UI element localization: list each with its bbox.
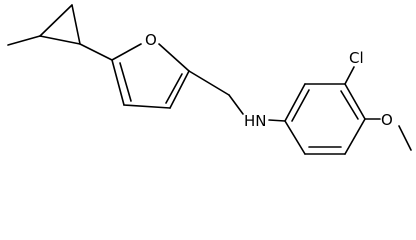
- methylcyclopropyl-group: [7, 4, 113, 61]
- bond-furan-ch2: [188, 70, 230, 96]
- bond-ar-4: [344, 118, 366, 155]
- bond-cyclopropyl-2: [71, 4, 81, 45]
- bond-c2-c3: [169, 70, 190, 109]
- bond-cyclopropyl-3: [39, 35, 81, 45]
- methylene-amine-linker: [188, 70, 286, 122]
- bond-cyclopropyl-1: [39, 4, 73, 37]
- atom-label-furan-oxygen: O: [145, 31, 157, 49]
- bond-c3-c4: [123, 104, 171, 109]
- bond-ch2-nh: [228, 94, 244, 115]
- substituents: [344, 66, 412, 151]
- bond-ar-3-inner: [340, 90, 359, 120]
- benzene-ring: [284, 83, 366, 155]
- bond-ar-1: [284, 83, 306, 122]
- atom-label-chlorine: Cl: [349, 49, 364, 67]
- furan-ring: [111, 43, 190, 109]
- bond-o-methyl: [398, 125, 412, 151]
- bond-methyl: [7, 35, 41, 46]
- bond-ar-3: [344, 83, 366, 120]
- bond-ar-cl: [344, 66, 355, 85]
- bond-ar-6: [284, 120, 306, 155]
- atom-label-methoxy-oxygen: O: [381, 111, 393, 129]
- bond-o-c2: [158, 43, 190, 72]
- bond-nh-aryl: [268, 119, 286, 122]
- bond-c5-o: [111, 43, 142, 61]
- bond-cyclopropyl-furan: [79, 43, 113, 61]
- bond-ar-1-inner: [291, 89, 310, 122]
- structure-canvas: O HN Cl O: [7, 4, 412, 155]
- bond-c4-c5-inner: [119, 62, 132, 102]
- molecule-diagram: O HN Cl O: [7, 4, 412, 155]
- bond-c2-c3-inner: [165, 73, 183, 104]
- atom-label-amine: HN: [244, 112, 267, 130]
- bond-c4-c5: [111, 59, 125, 106]
